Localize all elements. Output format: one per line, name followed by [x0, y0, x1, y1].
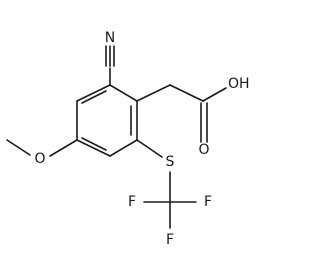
ring-bond: [76, 139, 111, 157]
atom-label-nitrile-n: N: [105, 30, 115, 46]
carboxyl-bond: [169, 84, 204, 102]
molecule-structure: N OH O O S F F F: [6, 30, 250, 248]
c-s-bond: [136, 139, 163, 158]
atom-label-acid-oh: OH: [228, 76, 250, 92]
atom-label-acid-o: O: [198, 142, 209, 158]
ring-bond: [109, 139, 138, 157]
ring-double-bond: [81, 90, 107, 104]
atom-label-f2: F: [204, 194, 212, 210]
ring-double-bond: [81, 137, 107, 151]
ring-bond: [76, 84, 111, 102]
c-o-methoxy-bond: [49, 139, 78, 157]
ch2-bond: [136, 84, 171, 102]
ring-bond: [109, 84, 138, 102]
c-oh-bond: [202, 87, 227, 102]
atom-label-f3: F: [166, 232, 174, 248]
o-ch3-bond: [6, 139, 31, 156]
atom-label-f1: F: [128, 194, 136, 210]
atom-label-methoxy-o: O: [34, 151, 45, 167]
atom-label-thio-s: S: [166, 154, 175, 170]
